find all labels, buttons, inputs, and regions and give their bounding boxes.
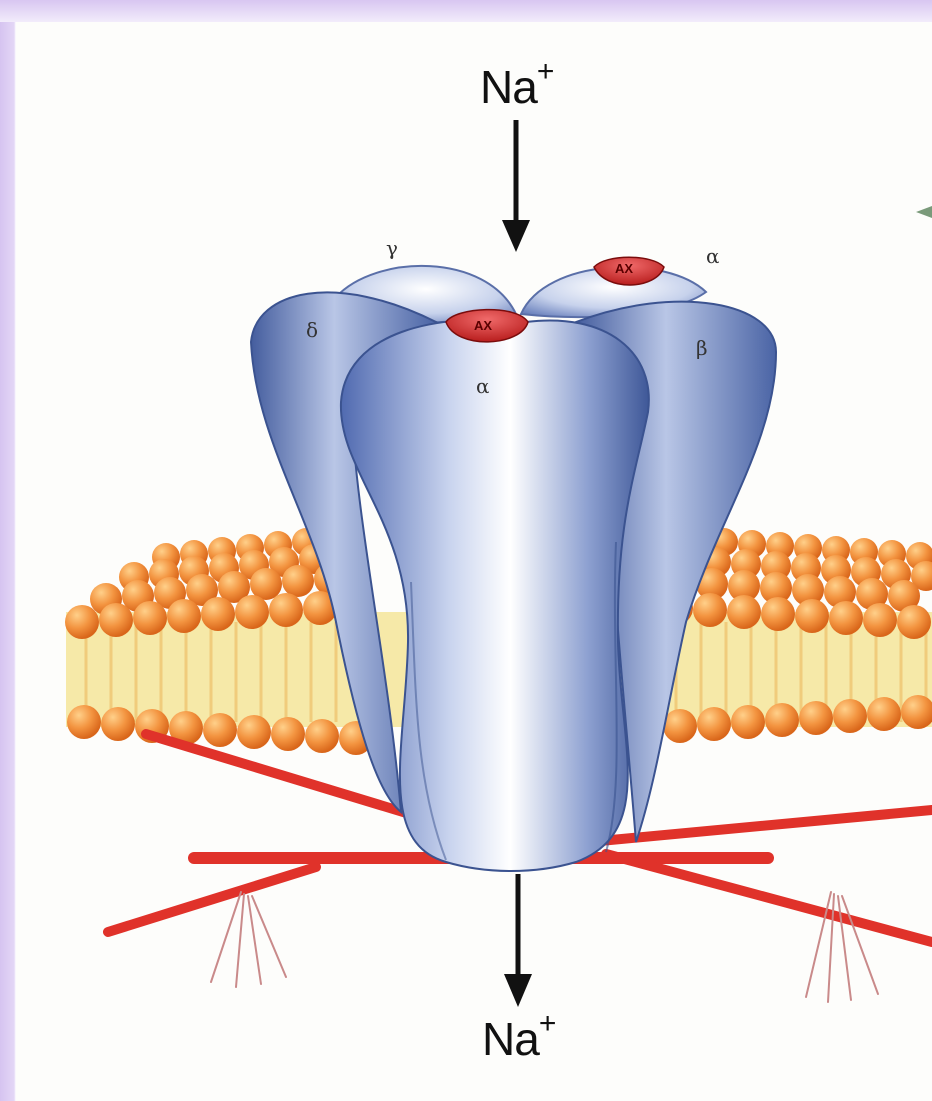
influx-arrowhead (502, 220, 530, 252)
subunit-label-gamma: γ (386, 236, 398, 260)
ion-charge-top: + (537, 55, 554, 88)
channel-figure: Na+ Na+ γ α δ β α AX AX (16, 22, 932, 1101)
subunit-label-alpha-front: α (476, 374, 490, 398)
ion-symbol-bottom: Na (482, 1013, 539, 1065)
subunit-label-delta: δ (306, 318, 318, 342)
binding-label-front: AX (474, 318, 492, 333)
binding-label-back: AX (615, 261, 633, 276)
subunit-label-beta: β (696, 336, 708, 360)
ion-charge-bottom: + (539, 1007, 556, 1040)
slide-top-border (0, 0, 932, 22)
subunit-label-alpha-back: α (706, 244, 720, 268)
efflux-arrowhead (504, 974, 532, 1007)
ion-symbol-top: Na (480, 61, 537, 113)
ion-label-bottom: Na+ (482, 1012, 555, 1066)
edge-mark (916, 206, 932, 218)
channel-diagram-svg (16, 22, 932, 1101)
ion-label-top: Na+ (480, 60, 553, 114)
